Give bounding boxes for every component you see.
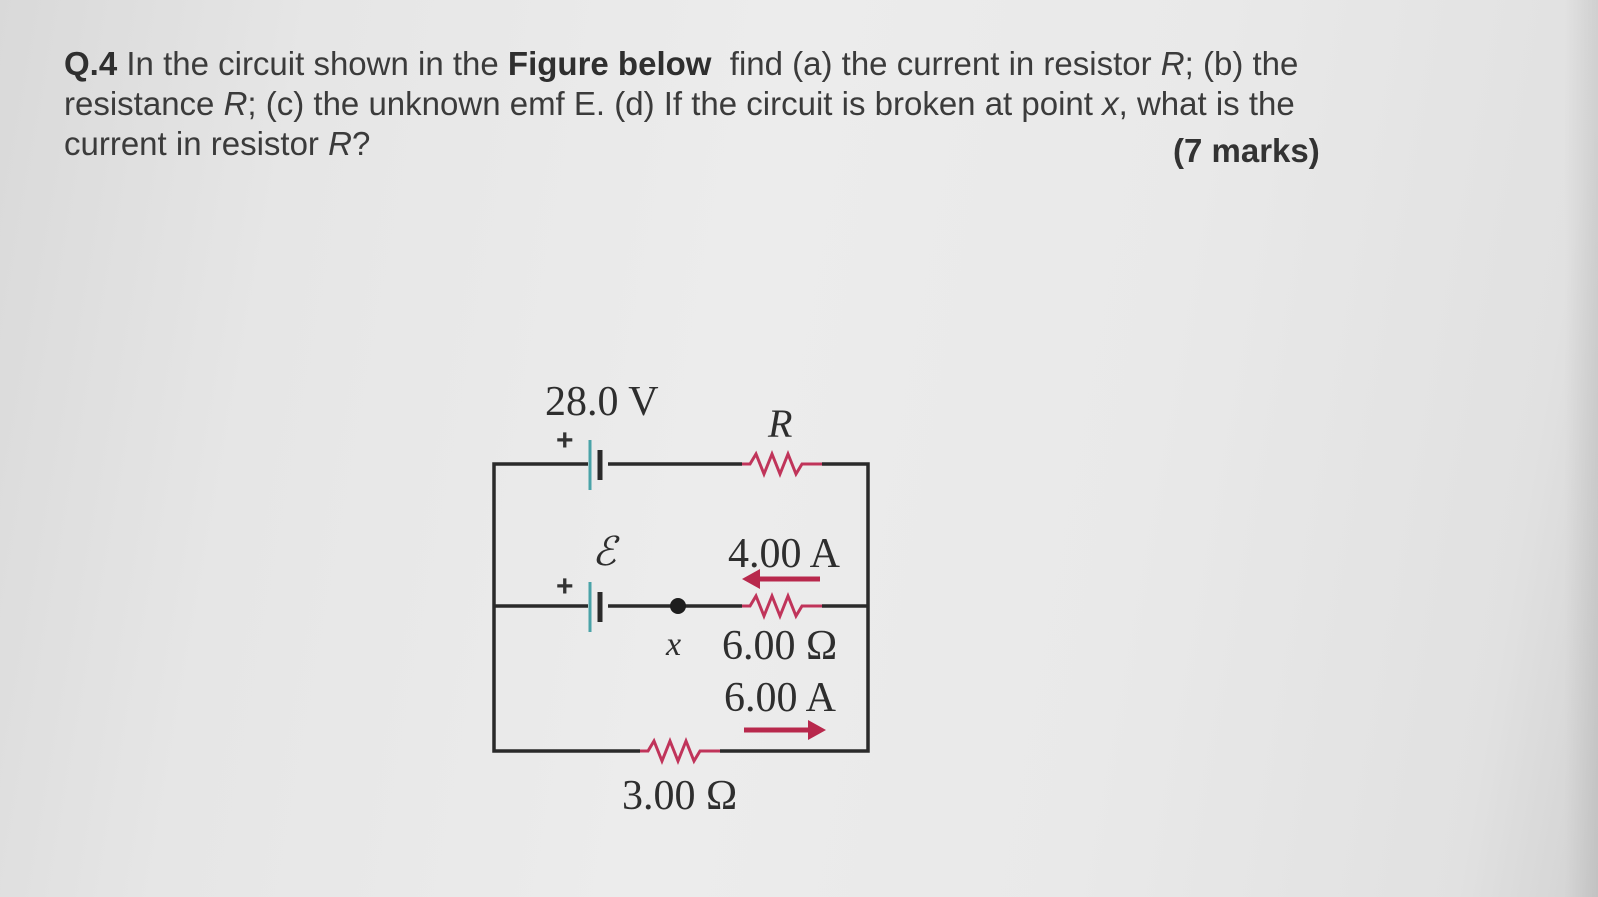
resistor-bottom-label: 3.00 Ω: [622, 773, 738, 819]
circuit-figure: 28.0 V + R ℰ + 4.00 A x 6.00 Ω 6.00 A 3.…: [480, 370, 880, 819]
resistor-6ohm-zigzag: [742, 591, 822, 621]
question-text-segment: , what is the: [1118, 85, 1295, 122]
question-text: Q.4 In the circuit shown in the Figure b…: [64, 44, 1364, 164]
question-text-segment: ; (b) the: [1184, 45, 1299, 82]
arrow-right-current: [744, 720, 826, 740]
question-text-segment: ?: [351, 125, 371, 162]
battery-top-plus-sign: +: [556, 424, 574, 457]
question-line-3: current in resistor R?: [64, 124, 1364, 164]
battery-top: [588, 440, 603, 490]
point-x-label: x: [666, 626, 682, 663]
resistor-middle-label: 6.00 Ω: [722, 623, 838, 669]
question-text-segment: resistance: [64, 85, 215, 122]
battery-emf: [588, 582, 603, 632]
arrow-left-current: [742, 569, 820, 589]
emf-label: ℰ: [592, 529, 617, 574]
question-figure-ref: Figure below: [507, 45, 712, 82]
circuit-diagram: [492, 440, 870, 766]
question-text-segment: In the circuit shown in the: [126, 45, 499, 82]
current-middle-label: 4.00 A: [728, 531, 841, 577]
question-var-r: R: [223, 85, 248, 122]
marks-label: (7 marks): [1173, 132, 1320, 169]
battery-voltage-label: 28.0 V: [545, 379, 659, 425]
current-bottom-label: 6.00 A: [724, 675, 837, 721]
resistor-3ohm-zigzag: [640, 736, 720, 766]
arrow-left-head: [742, 569, 760, 589]
question-text-segment: ; (c) the unknown emf E. (d) If the circ…: [247, 85, 1093, 122]
question-text-segment: current in resistor: [64, 125, 319, 162]
question-line-1: Q.4 In the circuit shown in the Figure b…: [64, 44, 1364, 84]
question-number: Q.4: [64, 45, 118, 82]
question-var-r: R: [1160, 45, 1185, 82]
resistor-r-label: R: [768, 401, 793, 446]
question-var-r: R: [328, 125, 352, 162]
question-var-x: x: [1102, 85, 1119, 122]
arrow-right-head: [808, 720, 826, 740]
battery-emf-plus-sign: +: [556, 570, 574, 603]
point-x-dot: [670, 598, 686, 614]
question-text-segment: find (a) the current in resistor: [729, 45, 1152, 82]
question-line-2: resistance R; (c) the unknown emf E. (d)…: [64, 84, 1364, 124]
resistor-r-zigzag: [742, 449, 822, 479]
page-edge-shadow: [1564, 0, 1598, 897]
